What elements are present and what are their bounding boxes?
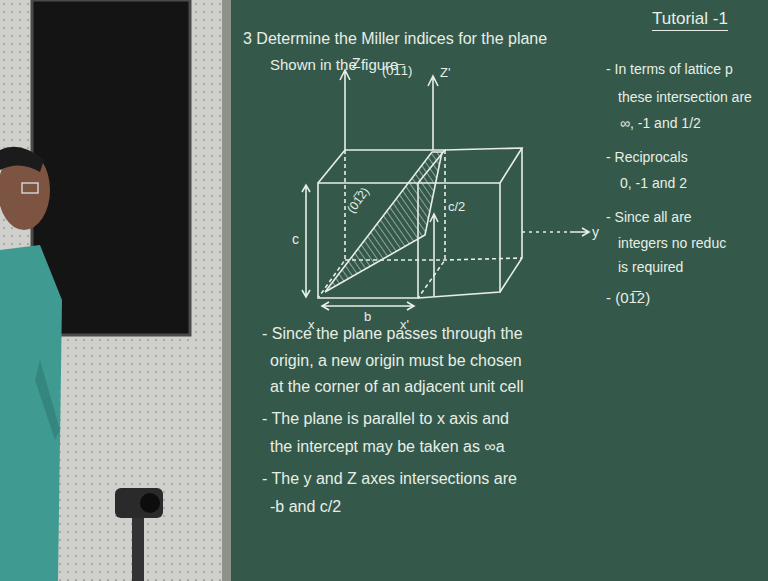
chalk-note: these intersection are — [618, 90, 752, 105]
figure-label: (01̅2) — [345, 185, 372, 215]
figure-label: Z — [352, 56, 361, 71]
chalk-note: - Since all are — [606, 210, 692, 225]
chalk-note: - The y and Z axes intersections are — [262, 470, 517, 488]
lecturer — [0, 147, 62, 581]
camera — [115, 488, 163, 581]
wall — [0, 0, 230, 581]
figure-label: (01̅1) — [382, 64, 412, 78]
chalk-note: the intercept may be taken as ∞a — [270, 438, 505, 456]
chalk-note: 0, -1 and 2 — [620, 176, 687, 191]
tutorial-title: Tutorial -1 — [652, 10, 728, 31]
chalk-note: - Reciprocals — [606, 150, 688, 165]
chalk-note: 3 Determine the Miller indices for the p… — [243, 30, 547, 48]
chalkboard — [231, 0, 768, 581]
chalk-note: - (01̅2) — [606, 290, 650, 307]
chalk-note: at the corner of an adjacent unit cell — [270, 378, 524, 396]
figure-label: c/2 — [448, 200, 465, 214]
chalk-note: - In terms of lattice p — [606, 62, 733, 77]
figure-label: c — [292, 232, 299, 247]
chalk-note: origin, a new origin must be chosen — [270, 352, 522, 370]
chalk-note: ∞, -1 and 1/2 — [620, 116, 701, 131]
chalk-note: integers no reduc — [618, 236, 726, 251]
chalk-note: - The plane is parallel to x axis and — [262, 410, 509, 428]
unit-cell-figure — [302, 70, 589, 310]
chalk-note: - Since the plane passes through the — [262, 325, 523, 343]
figure-label: y — [592, 225, 599, 240]
chalk-note: -b and c/2 — [270, 498, 341, 516]
board-frame — [222, 0, 231, 581]
chalk-note: Shown in the figure — [270, 57, 398, 74]
figure-label: b — [364, 310, 371, 324]
figure-label: Z' — [440, 66, 450, 80]
chalk-note: is required — [618, 260, 683, 275]
